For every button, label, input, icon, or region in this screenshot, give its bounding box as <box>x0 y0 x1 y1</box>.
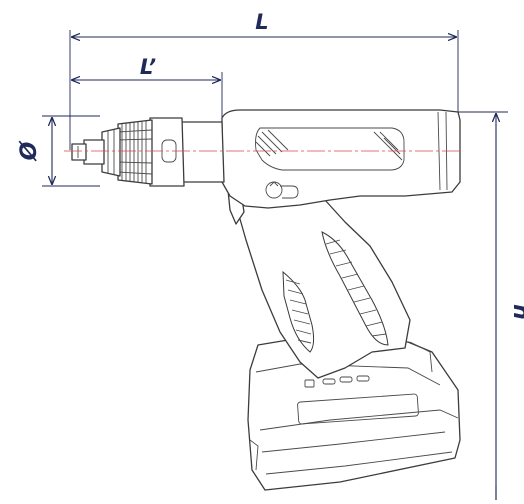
handle-grip <box>227 181 411 379</box>
battery-pack <box>247 337 461 491</box>
dimension-height: h <box>440 111 524 500</box>
overall-length-label: L <box>255 10 268 34</box>
diameter-label: Ø <box>17 140 42 162</box>
nose-length-label: L’ <box>140 55 156 79</box>
nose-assembly <box>71 117 225 187</box>
dimension-nose-length: L’ <box>71 55 223 118</box>
main-housing <box>221 109 461 209</box>
riveting-tool <box>64 109 462 491</box>
dimension-overall-length: L <box>69 10 459 150</box>
height-label: h <box>508 304 524 320</box>
dimension-diameter: Ø <box>17 115 100 187</box>
